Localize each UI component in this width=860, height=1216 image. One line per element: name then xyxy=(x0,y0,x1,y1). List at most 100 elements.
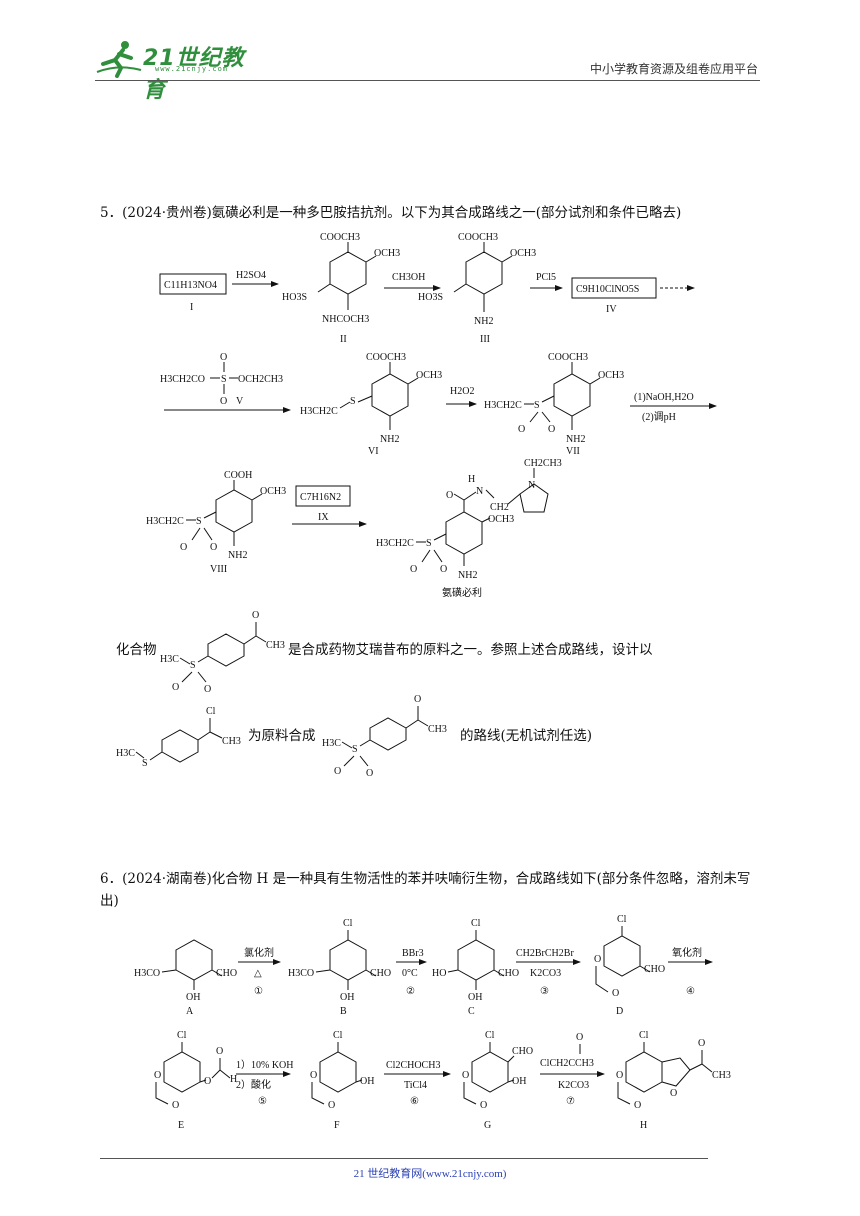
svg-text:VI: VI xyxy=(368,446,379,457)
svg-text:S: S xyxy=(196,516,202,527)
target-product-structure: H3C S O O O CH3 xyxy=(322,694,447,779)
svg-text:O: O xyxy=(328,1100,335,1111)
compound-H: Cl O O CH3 O O H xyxy=(616,1030,731,1131)
svg-text:O: O xyxy=(698,1038,705,1049)
svg-text:⑥: ⑥ xyxy=(410,1096,419,1107)
svg-text:K2CO3: K2CO3 xyxy=(558,1080,589,1091)
svg-text:S: S xyxy=(142,758,148,769)
svg-text:O: O xyxy=(172,682,179,693)
footer-link[interactable]: 21 世纪教育网(www.21cnjy.com) xyxy=(353,1168,507,1180)
svg-text:C11H13NO4: C11H13NO4 xyxy=(164,280,217,291)
svg-text:IV: IV xyxy=(606,304,617,315)
svg-text:O: O xyxy=(366,768,373,779)
svg-text:OCH3: OCH3 xyxy=(598,370,624,381)
compound-VI: H3CH2C S COOCH3 OCH3 NH2 VI xyxy=(300,352,442,457)
svg-text:CHO: CHO xyxy=(216,968,237,979)
svg-text:C7H16N2: C7H16N2 xyxy=(300,492,341,503)
svg-text:H3CH2C: H3CH2C xyxy=(300,406,338,417)
product-name: 氨磺必利 xyxy=(442,586,482,599)
svg-text:H3CH2C: H3CH2C xyxy=(484,400,522,411)
question-5-stem: 5．(2024·贵州卷)氨磺必利是一种多巴胺拮抗剂。以下为其合成路线之一(部分试… xyxy=(100,205,682,221)
svg-text:B: B xyxy=(340,1006,347,1017)
starting-material-structure: H3C S Cl CH3 xyxy=(116,706,241,769)
svg-text:0°C: 0°C xyxy=(402,968,418,979)
reagent-V: H3CH2CO S OCH2CH3 O O V xyxy=(160,352,283,407)
svg-text:Cl: Cl xyxy=(617,914,627,925)
svg-text:CHO: CHO xyxy=(512,1046,533,1057)
svg-text:OCH3: OCH3 xyxy=(488,514,514,525)
site-logo: 21世纪教育 www.21cnjy.com xyxy=(95,38,265,103)
svg-text:BBr3: BBr3 xyxy=(402,948,424,959)
svg-text:E: E xyxy=(178,1120,184,1131)
svg-text:②: ② xyxy=(406,986,415,997)
svg-text:Cl: Cl xyxy=(206,706,216,717)
svg-text:K2CO3: K2CO3 xyxy=(530,968,561,979)
svg-text:O: O xyxy=(548,424,555,435)
svg-text:TiCl4: TiCl4 xyxy=(404,1080,427,1091)
svg-text:S: S xyxy=(190,660,196,671)
svg-text:H3CO: H3CO xyxy=(288,968,314,979)
compound-C: Cl HO CHO OH C xyxy=(432,918,519,1017)
svg-text:1）10% KOH: 1）10% KOH xyxy=(236,1059,294,1071)
svg-text:OH: OH xyxy=(512,1076,526,1087)
svg-text:CHO: CHO xyxy=(498,968,519,979)
svg-text:H3CH2C: H3CH2C xyxy=(146,516,184,527)
svg-text:O: O xyxy=(594,954,601,965)
header-divider xyxy=(95,80,760,81)
q5-part-text-2: 是合成药物艾瑞昔布的原料之一。参照上述合成路线，设计以 xyxy=(288,641,653,658)
svg-text:Cl: Cl xyxy=(639,1030,649,1041)
reagent-h2o2: H2O2 xyxy=(450,386,474,397)
svg-text:OH: OH xyxy=(360,1076,374,1087)
compound-II: COOCH3 OCH3 HO3S NHCOCH3 II xyxy=(282,232,400,345)
svg-text:C: C xyxy=(468,1006,475,1017)
svg-text:O: O xyxy=(204,1076,211,1087)
logo-url: www.21cnjy.com xyxy=(155,65,229,73)
compound-I: C11H13NO4 I xyxy=(159,273,227,313)
svg-text:HO3S: HO3S xyxy=(418,292,443,303)
svg-text:2）酸化: 2）酸化 xyxy=(236,1078,271,1091)
svg-text:Cl2CHOCH3: Cl2CHOCH3 xyxy=(386,1060,440,1071)
svg-text:O: O xyxy=(310,1070,317,1081)
svg-text:O: O xyxy=(670,1088,677,1099)
q5-part-text-3: 为原料合成 xyxy=(248,728,316,744)
svg-text:H: H xyxy=(230,1074,237,1085)
svg-text:CH2: CH2 xyxy=(490,502,509,513)
svg-text:HO: HO xyxy=(432,968,446,979)
svg-text:H3CH2C: H3CH2C xyxy=(376,538,414,549)
svg-text:CHO: CHO xyxy=(370,968,391,979)
amisulpride-structure: H3CH2C S O O O N H CH2 N CH2CH3 OCH3 NH2… xyxy=(376,458,562,599)
svg-text:OCH3: OCH3 xyxy=(260,486,286,497)
svg-text:H3C: H3C xyxy=(160,654,179,665)
svg-text:O: O xyxy=(446,490,453,501)
svg-text:O: O xyxy=(410,564,417,575)
svg-text:O: O xyxy=(154,1070,161,1081)
logo-text: 21世纪教育 xyxy=(143,46,245,103)
svg-text:VII: VII xyxy=(566,446,580,457)
svg-text:⑤: ⑤ xyxy=(258,1096,267,1107)
svg-text:V: V xyxy=(236,396,244,407)
svg-text:O: O xyxy=(414,694,421,705)
svg-text:CH3: CH3 xyxy=(428,724,447,735)
svg-text:Cl: Cl xyxy=(471,918,481,929)
svg-text:A: A xyxy=(186,1006,194,1017)
svg-text:H3CO: H3CO xyxy=(134,968,160,979)
svg-text:氧化剂: 氧化剂 xyxy=(672,946,702,959)
svg-text:D: D xyxy=(616,1006,623,1017)
svg-text:O: O xyxy=(210,542,217,553)
svg-text:NHCOCH3: NHCOCH3 xyxy=(322,314,369,325)
reagent-pcl5: PCl5 xyxy=(536,272,556,283)
svg-text:OH: OH xyxy=(340,992,354,1003)
svg-text:O: O xyxy=(180,542,187,553)
svg-text:O: O xyxy=(172,1100,179,1111)
svg-text:OCH3: OCH3 xyxy=(374,248,400,259)
svg-text:CH2BrCH2Br: CH2BrCH2Br xyxy=(516,948,574,959)
svg-text:CH3: CH3 xyxy=(712,1070,731,1081)
reagent-naoh: (1)NaOH,H2O xyxy=(634,392,694,403)
svg-text:①: ① xyxy=(254,986,263,997)
svg-text:IX: IX xyxy=(318,512,329,523)
compound-VIII: H3CH2C S O O COOH OCH3 NH2 VIII xyxy=(146,470,286,575)
svg-text:COOCH3: COOCH3 xyxy=(548,352,588,363)
svg-text:OCH3: OCH3 xyxy=(510,248,536,259)
svg-text:OH: OH xyxy=(468,992,482,1003)
